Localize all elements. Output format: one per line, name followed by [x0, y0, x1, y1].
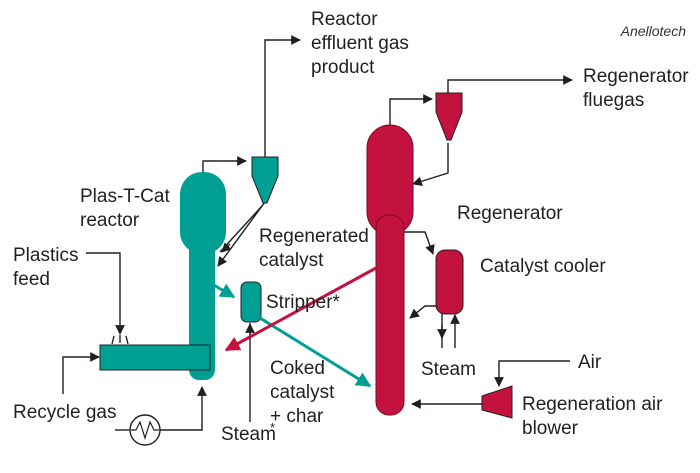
catalyst-cooler-label: Catalyst cooler — [480, 256, 606, 277]
regenerator-to-cooler-line — [404, 231, 435, 255]
steam-cooler-label: Steam — [421, 359, 476, 380]
stripper-label: Stripper* — [266, 292, 341, 313]
air-line — [494, 360, 570, 387]
plastics-feed-label-line1: Plastics — [13, 245, 78, 266]
plas-t-cat-reactor — [99, 172, 226, 380]
regen-cyclone-return-line — [412, 143, 449, 187]
plastcat-label-line1: Plas-T-Cat — [80, 186, 170, 207]
cooler-return-line — [409, 305, 436, 319]
coked-catalyst-label-line2: catalyst — [270, 382, 335, 403]
coked-catalyst-label-line3: + char — [270, 406, 324, 427]
blower-label-line1: Regeneration air — [522, 394, 663, 415]
stripper-vessel — [240, 281, 262, 323]
reactor-to-stripper-flow — [211, 282, 236, 299]
regenerated-catalyst-flow — [224, 266, 377, 352]
effluent-gas-line — [264, 35, 301, 157]
regenerator-body — [375, 214, 405, 416]
regenerator-fluegas-label-line2: fluegas — [583, 90, 644, 111]
reactor-cyclone — [251, 156, 279, 204]
steam-bottom-asterisk: * — [270, 420, 275, 435]
regen-to-cyclone-line — [389, 94, 433, 125]
plastics-feed-label-line2: feed — [13, 269, 50, 290]
coked-catalyst-label-line1: Coked — [270, 358, 325, 379]
reactor-feed-pipe — [99, 344, 211, 371]
coked-catalyst-flow — [259, 316, 372, 388]
recycle-gas-label: Recycle gas — [13, 402, 117, 423]
catalyst-cooler-vessel — [435, 249, 464, 315]
reactor-cyclone-return-line — [217, 201, 266, 267]
reactor-effluent-label-line1: Reactor — [311, 9, 378, 30]
reactor-effluent-label-line2: effluent gas — [311, 33, 409, 54]
recycle-gas-heater — [129, 414, 161, 446]
reactor-effluent-label-line3: product — [311, 57, 375, 78]
regenerated-catalyst-label-line1: Regenerated — [259, 226, 369, 247]
plastics-feed-line — [86, 252, 125, 335]
brand-label: Anellotech — [620, 23, 687, 39]
regenerator-fluegas-label-line1: Regenerator — [583, 66, 689, 87]
recycle-gas-return-line — [160, 386, 207, 431]
feed-spray-marks — [111, 335, 129, 345]
steam-bottom-label: Steam — [221, 424, 276, 445]
regenerator-label: Regenerator — [457, 203, 563, 224]
regenerator-vessel-group — [366, 124, 414, 416]
regenerator-cyclone — [435, 92, 463, 141]
regeneration-air-blower — [481, 385, 513, 419]
reactor-riser — [189, 230, 215, 380]
recycle-gas-line — [62, 352, 100, 394]
regenerator-fluegas-line — [447, 75, 573, 93]
regenerated-catalyst-line — [219, 205, 263, 253]
air-label: Air — [578, 352, 602, 373]
regenerated-catalyst-arrow — [221, 242, 232, 253]
regenerated-catalyst-label-line2: catalyst — [259, 250, 324, 271]
blower-label-line2: blower — [522, 418, 579, 439]
plastcat-label-line2: reactor — [80, 210, 140, 231]
